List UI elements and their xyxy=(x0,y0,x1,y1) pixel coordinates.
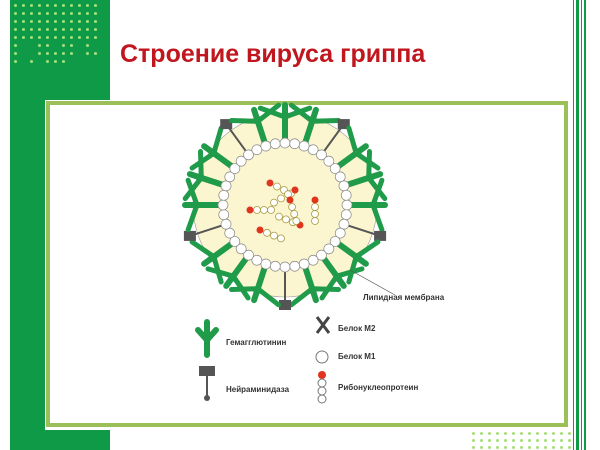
legend-label-m1: Белок М1 xyxy=(338,352,375,361)
legend-label-neuraminidase: Нейраминидаза xyxy=(226,385,289,394)
decorative-dots-bottom xyxy=(472,430,587,450)
m2-protein-icon xyxy=(317,317,329,333)
m1-protein-icon xyxy=(316,351,328,363)
ribonucleoprotein-icon xyxy=(318,371,326,403)
membrane-label: Липидная мембрана xyxy=(363,293,444,302)
hemagglutinin-icon xyxy=(198,322,216,355)
legend-label-m2: Белок М2 xyxy=(338,324,375,333)
legend-label-hemagglutinin: Гемагглютинин xyxy=(226,338,286,347)
neuraminidase-icon xyxy=(199,366,215,401)
virus-particle-icon xyxy=(184,105,386,310)
legend-label-rnp: Рибонуклеопротеин xyxy=(338,383,418,392)
